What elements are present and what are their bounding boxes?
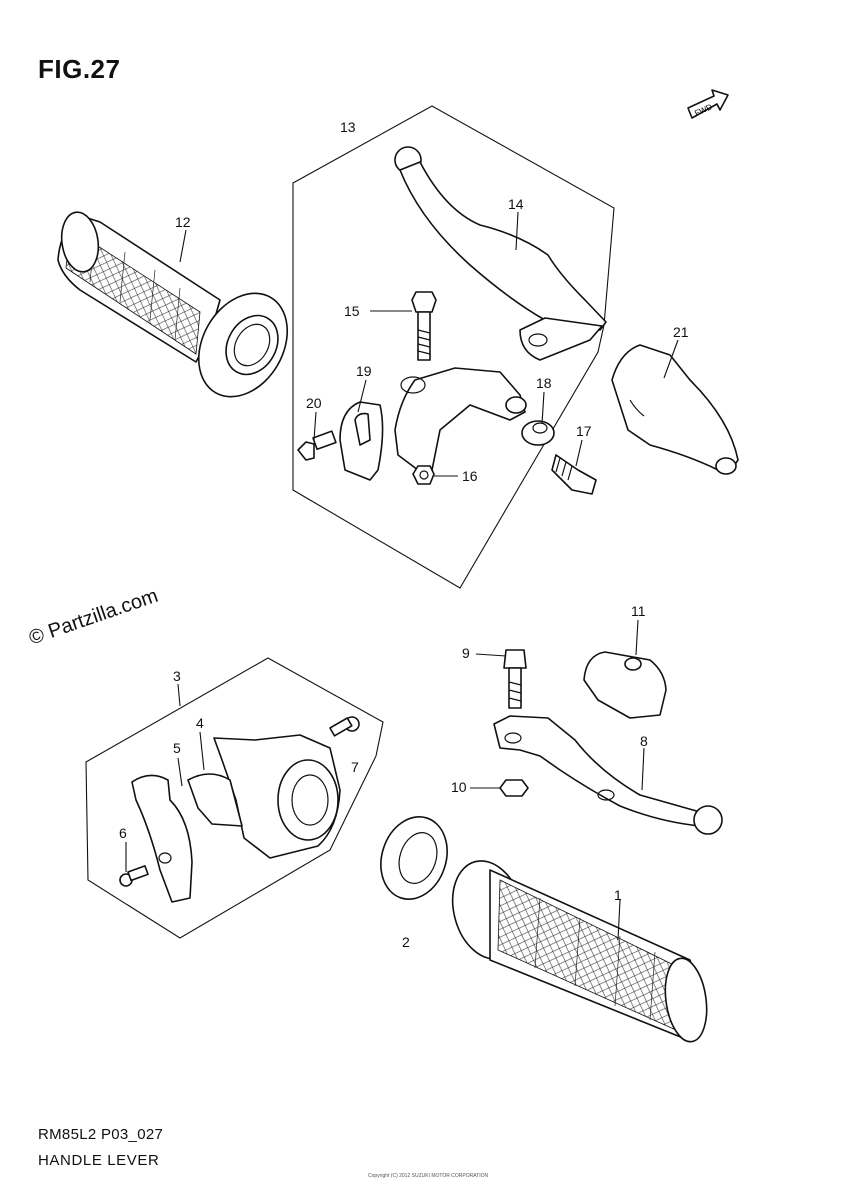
callout-14: 14 [508, 196, 524, 212]
footer-model-code: RM85L2 P03_027 [38, 1126, 164, 1143]
nut-16 [412, 465, 435, 485]
nut-18 [521, 420, 555, 446]
bolt-15 [411, 291, 437, 361]
callout-3: 3 [173, 668, 181, 684]
bolt-20 [297, 430, 337, 461]
callout-4: 4 [196, 715, 204, 731]
cable-guide-4 [187, 773, 243, 827]
callout-20: 20 [306, 395, 322, 411]
throttle-housing-7 [213, 734, 341, 859]
cover-11 [583, 651, 667, 719]
callout-19: 19 [356, 363, 372, 379]
callout-16: 16 [462, 468, 478, 484]
grip-1 [451, 860, 708, 1043]
callout-1: 1 [614, 887, 622, 903]
bolt-9 [503, 649, 527, 709]
callout-8: 8 [640, 733, 648, 749]
leader-lines [125, 211, 679, 941]
callout-labels: 1 2 3 4 5 6 7 8 9 10 11 12 13 14 15 16 1… [119, 119, 689, 950]
callout-7: 7 [351, 759, 359, 775]
screw-7 [329, 716, 360, 737]
collar-2 [380, 816, 448, 900]
group-box-3 [85, 657, 384, 939]
lever-8 [493, 715, 723, 835]
callout-5: 5 [173, 740, 181, 756]
callout-9: 9 [462, 645, 470, 661]
callout-13: 13 [340, 119, 356, 135]
footer-copyright: Copyright (C) 2012 SUZUKI MOTOR CORPORAT… [368, 1173, 489, 1179]
callout-10: 10 [451, 779, 467, 795]
adjuster-17 [551, 454, 597, 495]
nut-10 [499, 779, 529, 797]
callout-18: 18 [536, 375, 552, 391]
lever-14 [394, 146, 607, 361]
callout-6: 6 [119, 825, 127, 841]
lever-holder-19 [339, 367, 527, 481]
group-box-13 [292, 105, 615, 589]
callout-17: 17 [576, 423, 592, 439]
lever-cover-21 [611, 344, 739, 475]
callout-21: 21 [673, 324, 689, 340]
callout-11: 11 [631, 603, 646, 619]
screw-6 [119, 865, 149, 887]
plate-5 [131, 774, 193, 903]
callout-15: 15 [344, 303, 360, 319]
fwd-arrow-icon: FWD [687, 89, 729, 119]
figure-title: FIG.27 [38, 54, 121, 84]
grip-12 [57, 211, 289, 398]
callout-2: 2 [402, 934, 410, 950]
callout-12: 12 [175, 214, 191, 230]
footer-figure-name: HANDLE LEVER [38, 1152, 160, 1169]
